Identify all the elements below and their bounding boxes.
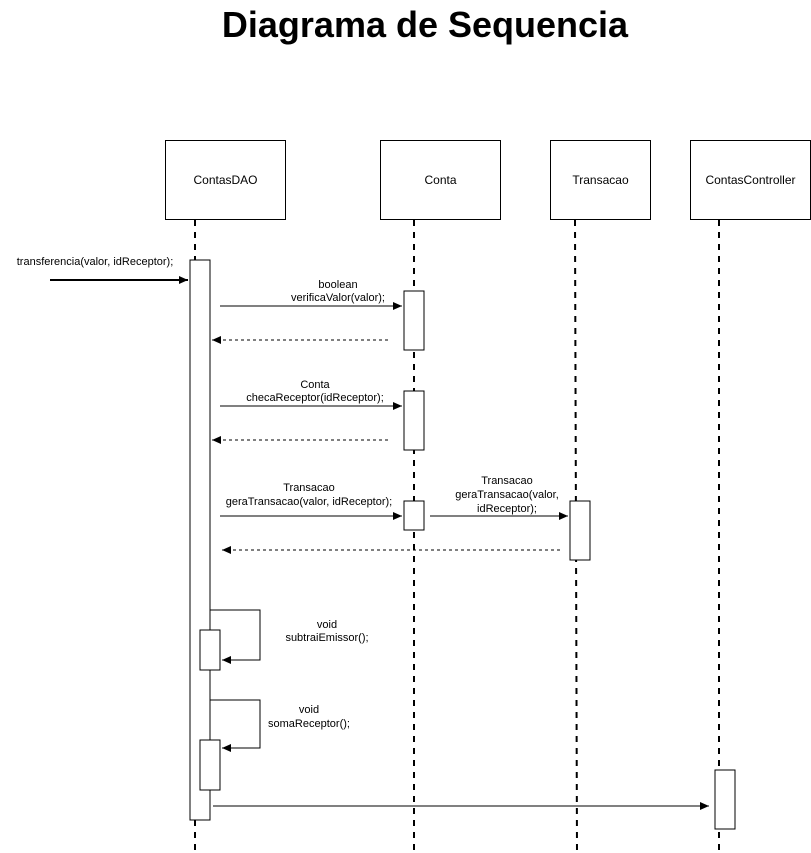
message-soma-arrow [210,699,261,752]
participant-transacao-label: Transacao [572,173,629,187]
message-entry-label: transferencia(valor, idReceptor); [17,256,174,268]
participant-contasdao-label: ContasDAO [193,173,258,187]
message-checa-label-1: Conta [300,379,330,391]
activation-contasdao-soma [199,739,221,791]
participant-contasdao: ContasDAO [165,140,286,220]
message-soma-label-1: void [299,704,319,716]
message-gera-conta-label-2: geraTransacao(valor, idReceptor); [226,496,393,508]
participant-transacao: Transacao [550,140,651,220]
diagram-title: Diagrama de Sequencia [221,4,629,45]
activation-transacao [569,500,591,561]
activation-contasdao-main [189,259,211,821]
message-verifica-label-2: verificaValor(valor); [291,292,385,304]
message-verifica-label-1: boolean [318,279,357,291]
participant-contascontroller-label: ContasController [705,173,796,187]
message-subtrai-arrow [210,609,261,664]
activation-conta-checa [403,390,425,451]
activation-conta-verifica [403,290,425,351]
activation-contascontroller [714,769,736,830]
message-checa-label-2: checaReceptor(idReceptor); [246,392,384,404]
message-gera-transacao-label-3: idReceptor); [477,503,537,515]
message-subtrai-label-2: subtraiEmissor(); [285,632,368,644]
message-gera-transacao-label-1: Transacao [481,475,533,487]
participant-contascontroller: ContasController [690,140,811,220]
message-gera-transacao-label-2: geraTransacao(valor, [455,489,559,501]
message-soma-label-2: somaReceptor(); [268,718,350,730]
message-subtrai-label-1: void [317,619,337,631]
message-gera-conta-label-1: Transacao [283,482,335,494]
participant-conta-label: Conta [424,173,457,187]
activation-contasdao-subtrai [199,629,221,671]
participant-conta: Conta [380,140,501,220]
activation-conta-gera [403,500,425,531]
